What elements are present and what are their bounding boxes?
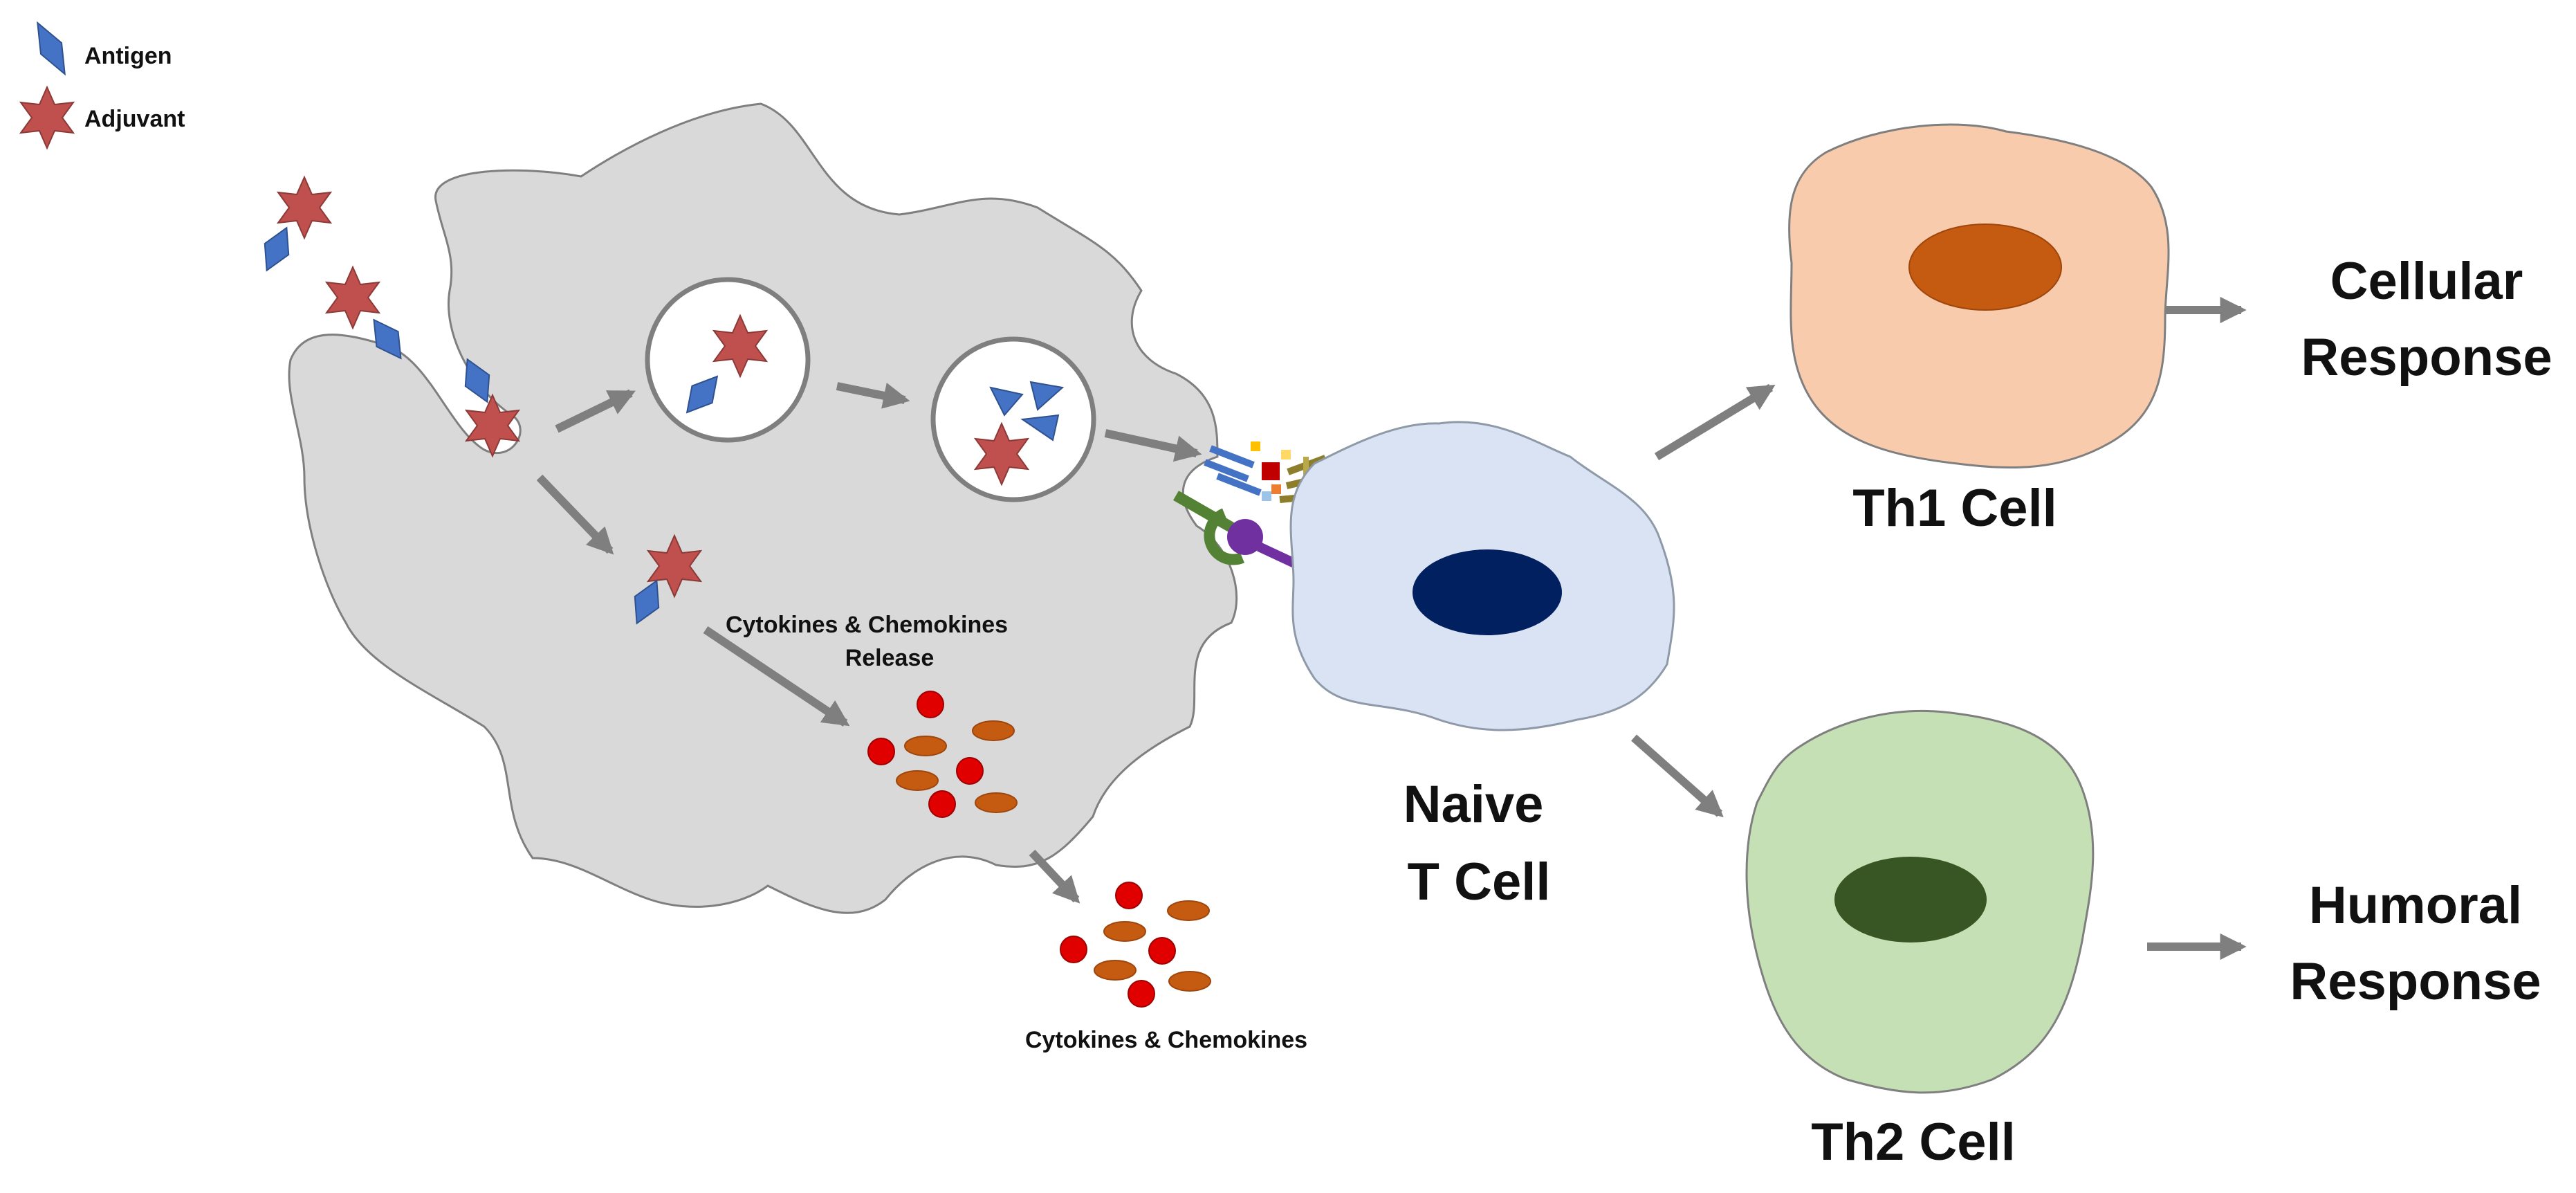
apc-membrane xyxy=(288,102,1238,914)
release-label-line2: Release xyxy=(845,645,935,671)
naive-t-cell xyxy=(1289,421,1675,731)
endosome-1 xyxy=(645,277,811,443)
naive-label-line1: Naive xyxy=(1404,775,1544,834)
cellular-label-line1: Cellular xyxy=(2330,252,2523,311)
th1-label: Th1 Cell xyxy=(1852,479,2057,538)
naive-label-line2: T Cell xyxy=(1408,853,1551,911)
intracellular-cytokines xyxy=(867,691,1018,818)
naive-nucleus xyxy=(1413,549,1562,635)
th1-nucleus xyxy=(1908,224,2062,311)
th2-nucleus xyxy=(1834,857,1987,942)
cellular-label-line2: Response xyxy=(2301,328,2552,387)
pathway-arrows xyxy=(536,296,2247,960)
humoral-label-line2: Response xyxy=(2290,952,2541,1011)
antigen-legend-icon xyxy=(37,21,66,76)
legend: Antigen Adjuvant xyxy=(20,21,185,149)
th1-cell xyxy=(1788,123,2170,469)
endosome-2 xyxy=(930,336,1096,502)
adjuvant-legend-icon xyxy=(20,86,74,149)
release-label-line1: Cytokines & Chemokines xyxy=(726,612,1008,638)
th2-label: Th2 Cell xyxy=(1811,1113,2016,1172)
legend-antigen-label: Antigen xyxy=(84,43,172,69)
legend-adjuvant-label: Adjuvant xyxy=(84,106,185,132)
cytokines-label: Cytokines & Chemokines xyxy=(1025,1027,1307,1053)
th2-cell xyxy=(1745,709,2095,1094)
secreted-cytokines xyxy=(1060,882,1211,1008)
humoral-label-line1: Humoral xyxy=(2309,876,2522,935)
